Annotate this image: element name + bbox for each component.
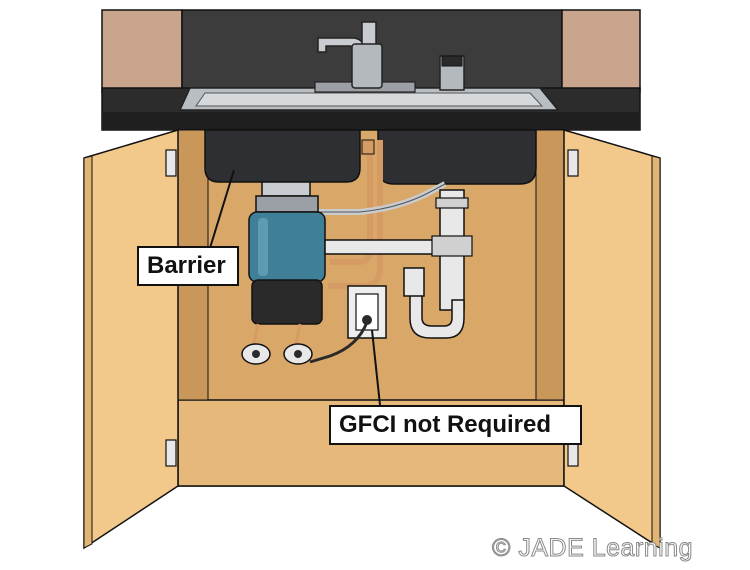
sink-bowl-left (204, 129, 361, 183)
disposal-mount (255, 195, 319, 213)
backsplash-tile-left (101, 9, 183, 93)
cabinet-door-left (83, 128, 179, 550)
cord-right (294, 323, 302, 345)
disposal-outlet-pipe (324, 239, 446, 255)
backsplash-tile-right (561, 9, 641, 93)
cabinet-door-left-edge (83, 155, 93, 549)
gfci-leader-line (371, 329, 381, 406)
disposal-highlight (258, 218, 268, 276)
barrier-leader-line (209, 169, 235, 249)
hinge-right-top (567, 149, 579, 177)
receptacle-plug (362, 315, 372, 325)
cabinet-door-right (563, 129, 661, 550)
hinge-left-bottom (165, 439, 177, 467)
p-trap (409, 289, 465, 339)
cord-connector-left-dot (252, 350, 260, 358)
disposal-cord (309, 321, 369, 364)
countertop-edge (102, 112, 640, 130)
air-gap-cap (441, 55, 463, 67)
copyright-watermark: © JADE Learning (492, 534, 694, 563)
sink-rim-inner (195, 92, 544, 107)
cabinet-inner-right-wall (535, 129, 565, 401)
trap-arm (403, 267, 425, 297)
cord-left (252, 323, 260, 345)
hinge-left-top (165, 149, 177, 177)
barrier-label: Barrier (137, 246, 239, 286)
drain-nut-1 (435, 197, 469, 209)
valve-body (361, 139, 375, 155)
gfci-label: GFCI not Required (329, 405, 582, 445)
drain-nut-2 (431, 235, 473, 257)
dishwasher-hose-outline (318, 183, 446, 213)
cord-connector-right-dot (294, 350, 302, 358)
disposal-base (251, 279, 323, 325)
faucet-body (351, 43, 383, 89)
sink-bowl-right (377, 129, 537, 185)
receptacle-face (355, 293, 379, 331)
disposal-flange (261, 181, 311, 197)
cabinet-door-right-edge (651, 155, 661, 549)
